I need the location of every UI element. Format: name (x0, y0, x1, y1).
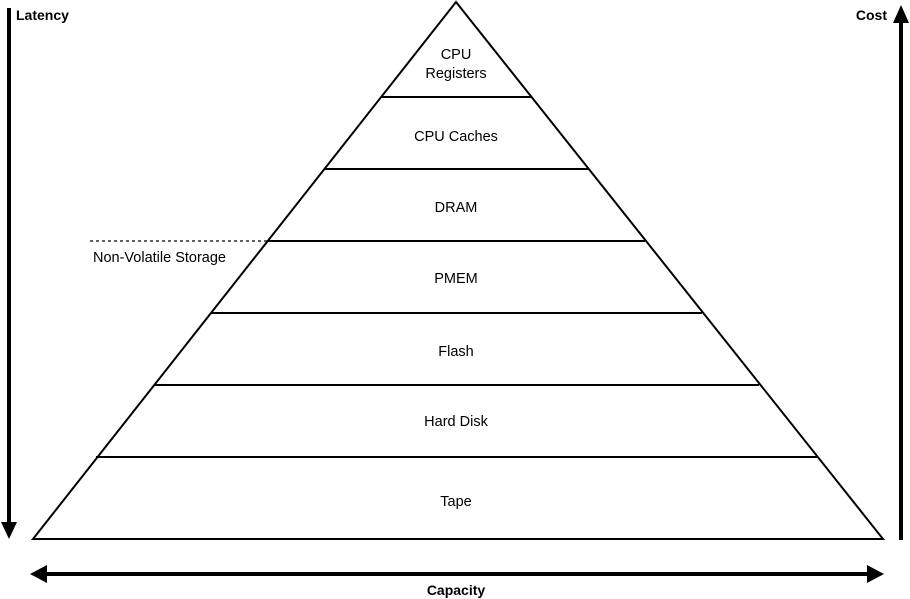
tier-label-pmem: PMEM (434, 271, 478, 287)
capacity-axis-arrow (30, 565, 884, 583)
tier-label-dram: DRAM (435, 200, 478, 216)
non-volatile-storage-label: Non-Volatile Storage (93, 250, 226, 266)
pyramid-outline (30, 0, 886, 540)
cost-axis-label: Cost (856, 7, 887, 23)
latency-axis-label: Latency (16, 7, 69, 23)
cost-axis-arrow (893, 5, 909, 540)
tier-label-cpu-caches: CPU Caches (414, 129, 498, 145)
capacity-axis-label: Capacity (427, 582, 486, 598)
tier-label-hard-disk: Hard Disk (424, 414, 488, 430)
tier-label-registers: Registers (425, 66, 486, 82)
tier-label-flash: Flash (438, 344, 473, 360)
tier-label-tape: Tape (440, 494, 471, 510)
tier-label-cpu: CPU (441, 47, 472, 63)
latency-axis-arrow (1, 8, 17, 539)
